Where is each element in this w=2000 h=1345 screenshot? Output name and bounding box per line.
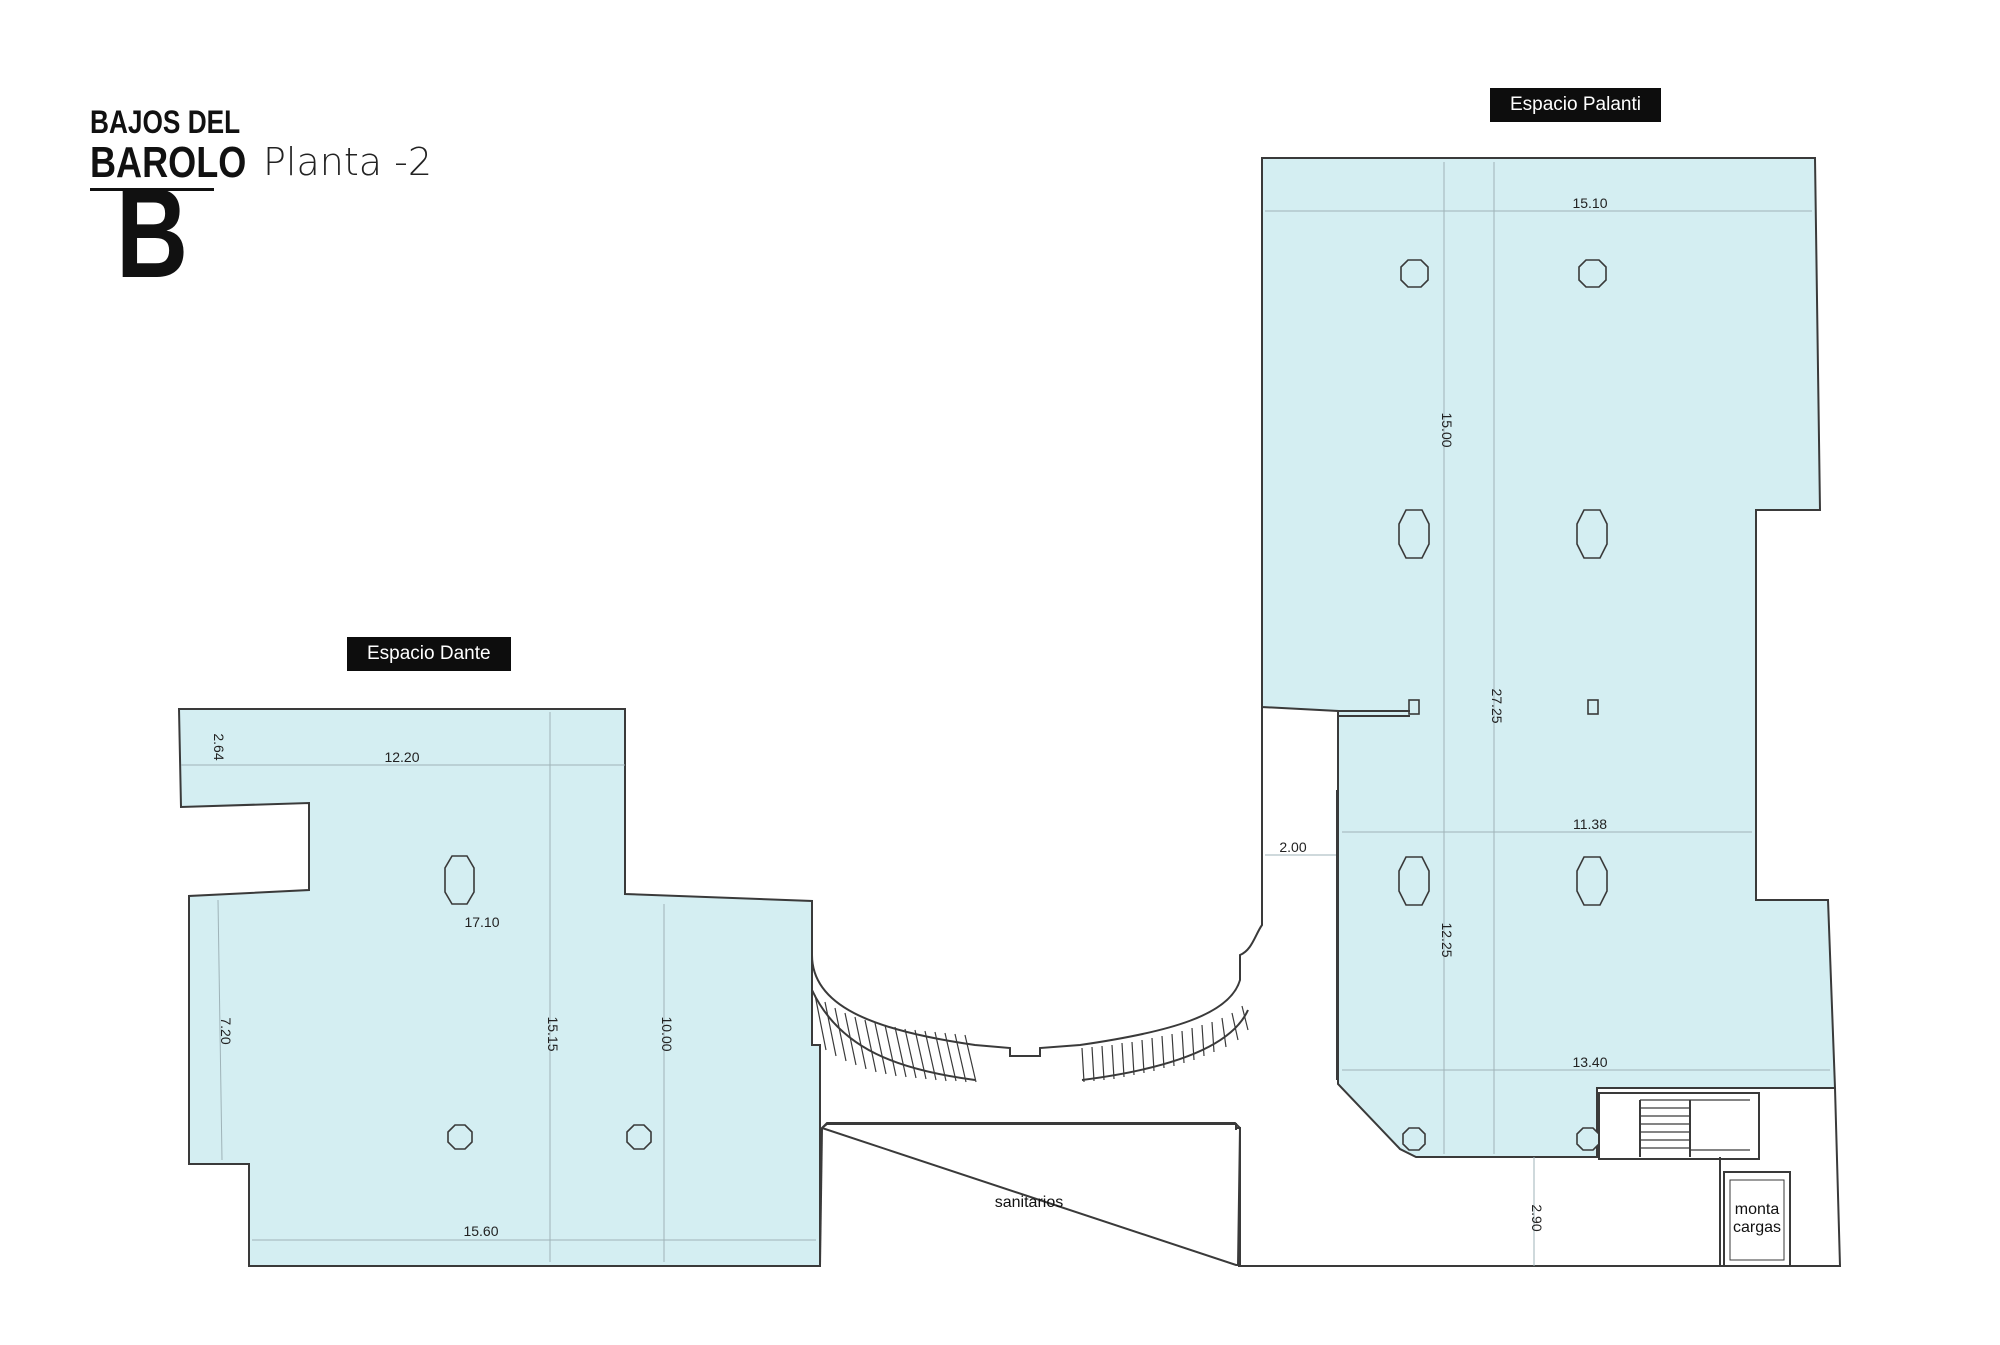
- column: [626, 1124, 652, 1150]
- logo-rule: [90, 188, 214, 191]
- dim-15-10: 15.10: [1572, 195, 1607, 211]
- logo-monogram: B: [116, 162, 189, 305]
- plan-title: Planta -2: [263, 140, 432, 184]
- column: [1576, 509, 1608, 559]
- column: [1398, 509, 1430, 559]
- room-palanti: [1261, 157, 1837, 1158]
- room-label-montacargas-2: cargas: [1733, 1219, 1781, 1236]
- dim-12-20: 12.20: [384, 749, 419, 765]
- dim-27-25: 27.25: [1489, 688, 1505, 723]
- space-label-dante: Espacio Dante: [347, 637, 511, 671]
- corridor: [811, 707, 1263, 1083]
- dim-15-60: 15.60: [463, 1223, 498, 1239]
- room-label-sanitarios: sanitarios: [995, 1194, 1063, 1211]
- space-label-palanti: Espacio Palanti: [1490, 88, 1661, 122]
- column: [1398, 856, 1430, 906]
- room-dante: [177, 708, 821, 1267]
- stair-right: [1081, 1005, 1249, 1083]
- dim-11-38: 11.38: [1573, 816, 1607, 832]
- column: [1402, 1127, 1426, 1151]
- dante-floor: [177, 708, 821, 1267]
- column: [444, 855, 475, 905]
- dim-12-25: 12.25: [1439, 922, 1455, 957]
- dim-17-10: 17.10: [464, 914, 499, 930]
- stair-core: [1598, 1092, 1760, 1160]
- column: [1408, 699, 1420, 715]
- column: [1587, 699, 1599, 715]
- dim-2-00: 2.00: [1279, 839, 1306, 855]
- palanti-floor: [1261, 157, 1837, 1158]
- column: [1576, 1127, 1600, 1151]
- dim-15-15: 15.15: [545, 1016, 561, 1051]
- column: [1400, 259, 1429, 288]
- dim-15-00: 15.00: [1439, 412, 1455, 447]
- stair-left: [814, 994, 977, 1083]
- logo-text-line1: BAJOS DEL: [90, 104, 241, 140]
- dim-2-64: 2.64: [211, 733, 227, 760]
- dim-10-00: 10.00: [659, 1016, 675, 1051]
- room-label-montacargas-1: monta: [1735, 1201, 1780, 1218]
- corridor-wall: [811, 707, 1263, 1057]
- column: [1578, 259, 1607, 288]
- room-sanitarios: [819, 1122, 1242, 1267]
- dim-2-90: 2.90: [1529, 1204, 1545, 1231]
- service-zone: [1238, 1087, 1842, 1267]
- column: [1576, 856, 1608, 906]
- dim-13-40: 13.40: [1572, 1054, 1607, 1070]
- column: [447, 1124, 473, 1150]
- dim-7-20: 7.20: [218, 1017, 234, 1044]
- logo-text-line2: BAROLO: [90, 138, 247, 187]
